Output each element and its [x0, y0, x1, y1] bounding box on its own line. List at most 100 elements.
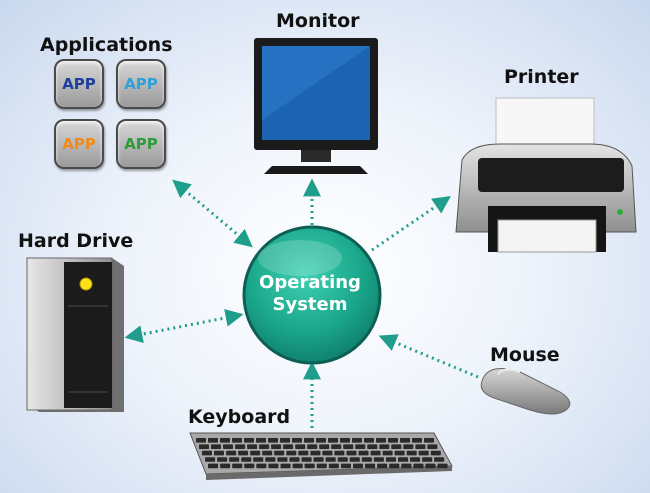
keyboard-key [379, 444, 390, 449]
keyboard-key [367, 444, 378, 449]
hard-drive-label: Hard Drive [18, 230, 134, 252]
app-tile-label: APP [62, 135, 96, 153]
printer-label: Printer [504, 66, 579, 88]
app-tile-label: APP [124, 75, 158, 93]
keyboard-key [337, 457, 348, 462]
keyboard-key [271, 444, 282, 449]
keyboard-key [232, 463, 243, 469]
keyboard-key [401, 463, 412, 469]
keyboard-key [377, 463, 388, 469]
keyboard-key [389, 463, 400, 469]
keyboard-key [364, 438, 374, 443]
keyboard-key [220, 438, 230, 443]
app-tile: APP [116, 119, 166, 169]
keyboard-key [340, 438, 350, 443]
keyboard-key [244, 438, 254, 443]
app-tile: APP [54, 119, 104, 169]
keyboard-key [253, 457, 264, 462]
keyboard-key [413, 463, 424, 469]
keyboard-key [361, 457, 372, 462]
keyboard-key [232, 438, 242, 443]
keyboard-key [373, 457, 384, 462]
monitor-label: Monitor [276, 10, 360, 32]
keyboard-key [385, 457, 396, 462]
keyboard-key [250, 450, 261, 456]
keyboard-key [370, 450, 381, 456]
keyboard-key [208, 463, 219, 469]
operating-system-label-line2: System [272, 294, 348, 315]
operating-system-label-line1: Operating [259, 272, 361, 293]
keyboard-key [214, 450, 224, 456]
operating-system-node [242, 225, 382, 365]
keyboard-key [202, 450, 212, 456]
keyboard-key [280, 463, 291, 469]
keyboard-key [283, 444, 294, 449]
keyboard-key [334, 450, 345, 456]
keyboard-key [256, 463, 267, 469]
keyboard-key [355, 444, 366, 449]
keyboard-key [400, 438, 410, 443]
keyboard-key [322, 450, 333, 456]
keyboard-key [292, 463, 303, 469]
connector-lines [124, 178, 479, 428]
keyboard-key [352, 438, 362, 443]
keyboard-key [382, 450, 393, 456]
keyboard-key [199, 444, 209, 449]
keyboard-key [265, 457, 276, 462]
keyboard-key [292, 438, 302, 443]
arrow-os-applications [172, 179, 253, 248]
keyboard-key [256, 438, 266, 443]
keyboard-key [365, 463, 376, 469]
keyboard-icon [189, 432, 453, 480]
keyboard-key [223, 444, 233, 449]
keyboard-key [412, 438, 422, 443]
keyboard-key [325, 457, 336, 462]
keyboard-key [208, 438, 218, 443]
keyboard-key [244, 463, 255, 469]
keyboard-key [430, 450, 441, 456]
keyboard-key [247, 444, 258, 449]
arrow-os-hard-drive [124, 308, 244, 344]
keyboard-key [394, 450, 405, 456]
arrow-mouse-os [378, 334, 479, 379]
keyboard-key [298, 450, 309, 456]
keyboard-key [331, 444, 342, 449]
keyboard-key [277, 457, 288, 462]
keyboard-key [262, 450, 273, 456]
keyboard-key [358, 450, 369, 456]
keyboard-key [425, 463, 436, 469]
keyboard-key [304, 463, 315, 469]
keyboard-key [313, 457, 324, 462]
keyboard-key [353, 463, 364, 469]
keyboard-key [343, 444, 354, 449]
keyboard-key [319, 444, 330, 449]
keyboard-key [398, 457, 409, 462]
keyboard-key [415, 444, 426, 449]
keyboard-key [437, 463, 448, 469]
keyboard-key [229, 457, 240, 462]
keyboard-key [289, 457, 300, 462]
printer-icon [455, 97, 637, 253]
keyboard-key [388, 438, 398, 443]
keyboard-key [274, 450, 285, 456]
keyboard-key [346, 450, 357, 456]
keyboard-key [316, 438, 326, 443]
keyboard-key [349, 457, 360, 462]
keyboard-key [286, 450, 297, 456]
keyboard-key [427, 444, 438, 449]
keyboard-key [328, 463, 339, 469]
keyboard-key [307, 444, 318, 449]
keyboard-key [280, 438, 290, 443]
keyboard-key [391, 444, 402, 449]
keyboard-key [310, 450, 321, 456]
operating-system-label: Operating System [240, 272, 380, 316]
keyboard-key [235, 444, 246, 449]
keyboard-key [316, 463, 327, 469]
keyboard-key [376, 438, 386, 443]
keyboard-key [268, 463, 279, 469]
keyboard-key [424, 438, 434, 443]
keyboard-key [259, 444, 270, 449]
app-tile-label: APP [62, 75, 96, 93]
